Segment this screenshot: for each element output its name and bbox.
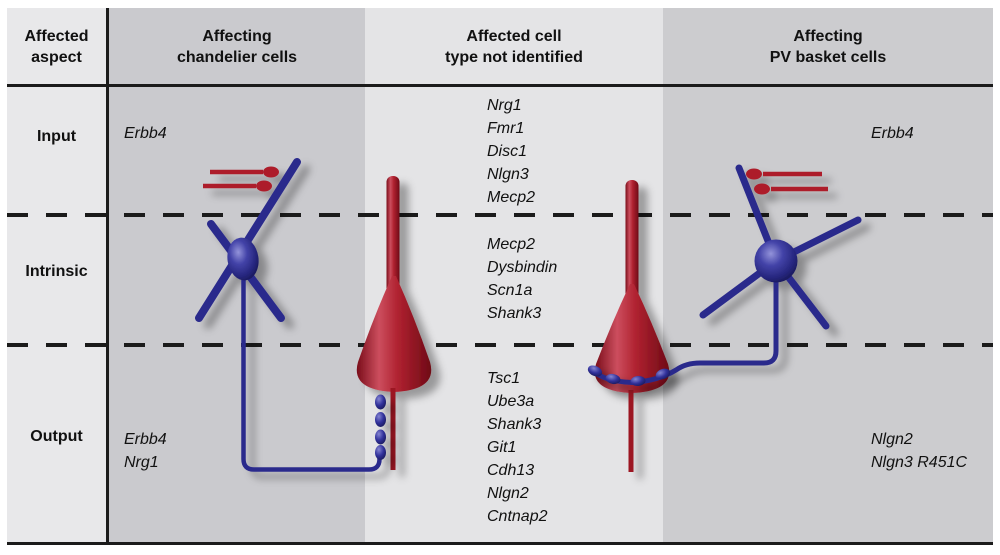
gene-label: Erbb4 — [124, 125, 167, 142]
gene-label: Nrg1 — [124, 454, 159, 471]
column-bg-affected-aspect — [7, 8, 106, 545]
header-pv-basket: Affecting PV basket cells — [663, 26, 993, 68]
gene-label: Mecp2 — [487, 189, 536, 206]
header-chandelier: Affecting chandelier cells — [109, 26, 365, 68]
header-line: Affected — [24, 28, 89, 45]
gene-label: Nlgn3 R451C — [871, 454, 968, 471]
gene-label: Shank3 — [487, 305, 542, 322]
gene-label: Cdh13 — [487, 462, 535, 479]
gene-label: Erbb4 — [124, 431, 167, 448]
header-affected-aspect: Affected aspect — [7, 26, 106, 68]
gene-label: Cntnap2 — [487, 508, 548, 525]
gene-label: Nlgn3 — [487, 166, 529, 183]
gene-list-pv-basket-input: Erbb4 — [871, 122, 914, 145]
header-line: Affected cell — [466, 28, 562, 45]
vertical-divider-line — [106, 8, 109, 545]
gene-label: Nlgn2 — [871, 431, 913, 448]
dashed-divider-input-intrinsic — [7, 213, 993, 217]
header-line: Affecting — [202, 28, 272, 45]
gene-label: Tsc1 — [487, 370, 521, 387]
gene-label: Mecp2 — [487, 236, 536, 253]
gene-list-center-output: Tsc1 Ube3a Shank3 Git1 Cdh13 Nlgn2 Cntna… — [487, 367, 548, 528]
row-label-input: Input — [36, 128, 77, 145]
gene-label: Fmr1 — [487, 120, 525, 137]
gene-list-chandelier-output: Erbb4 Nrg1 — [124, 428, 167, 474]
row-label-output: Output — [30, 428, 83, 445]
bottom-border-line — [7, 542, 993, 545]
header-line: chandelier cells — [176, 49, 298, 66]
header-unidentified: Affected cell type not identified — [365, 26, 663, 68]
gene-label: Scn1a — [487, 282, 533, 299]
gene-label: Disc1 — [487, 143, 528, 160]
gene-label: Dysbindin — [487, 259, 558, 276]
row-label-intrinsic: Intrinsic — [25, 263, 88, 280]
gene-list-pv-basket-output: Nlgn2 Nlgn3 R451C — [871, 428, 967, 474]
gene-list-chandelier-input: Erbb4 — [124, 122, 167, 145]
gene-label: Git1 — [487, 439, 517, 456]
gene-label: Ube3a — [487, 393, 535, 410]
gene-list-center-input: Nrg1 Fmr1 Disc1 Nlgn3 Mecp2 — [487, 94, 535, 209]
header-line: aspect — [31, 49, 82, 66]
header-divider-line — [7, 84, 993, 87]
header-line: PV basket cells — [769, 49, 887, 66]
gene-label: Nlgn2 — [487, 485, 529, 502]
gene-label: Erbb4 — [871, 125, 914, 142]
header-line: Affecting — [793, 28, 863, 45]
dashed-divider-intrinsic-output — [7, 343, 993, 347]
gene-list-center-intrinsic: Mecp2 Dysbindin Scn1a Shank3 — [487, 233, 557, 325]
gene-label: Shank3 — [487, 416, 542, 433]
header-line: type not identified — [445, 49, 583, 66]
gene-label: Nrg1 — [487, 97, 522, 114]
